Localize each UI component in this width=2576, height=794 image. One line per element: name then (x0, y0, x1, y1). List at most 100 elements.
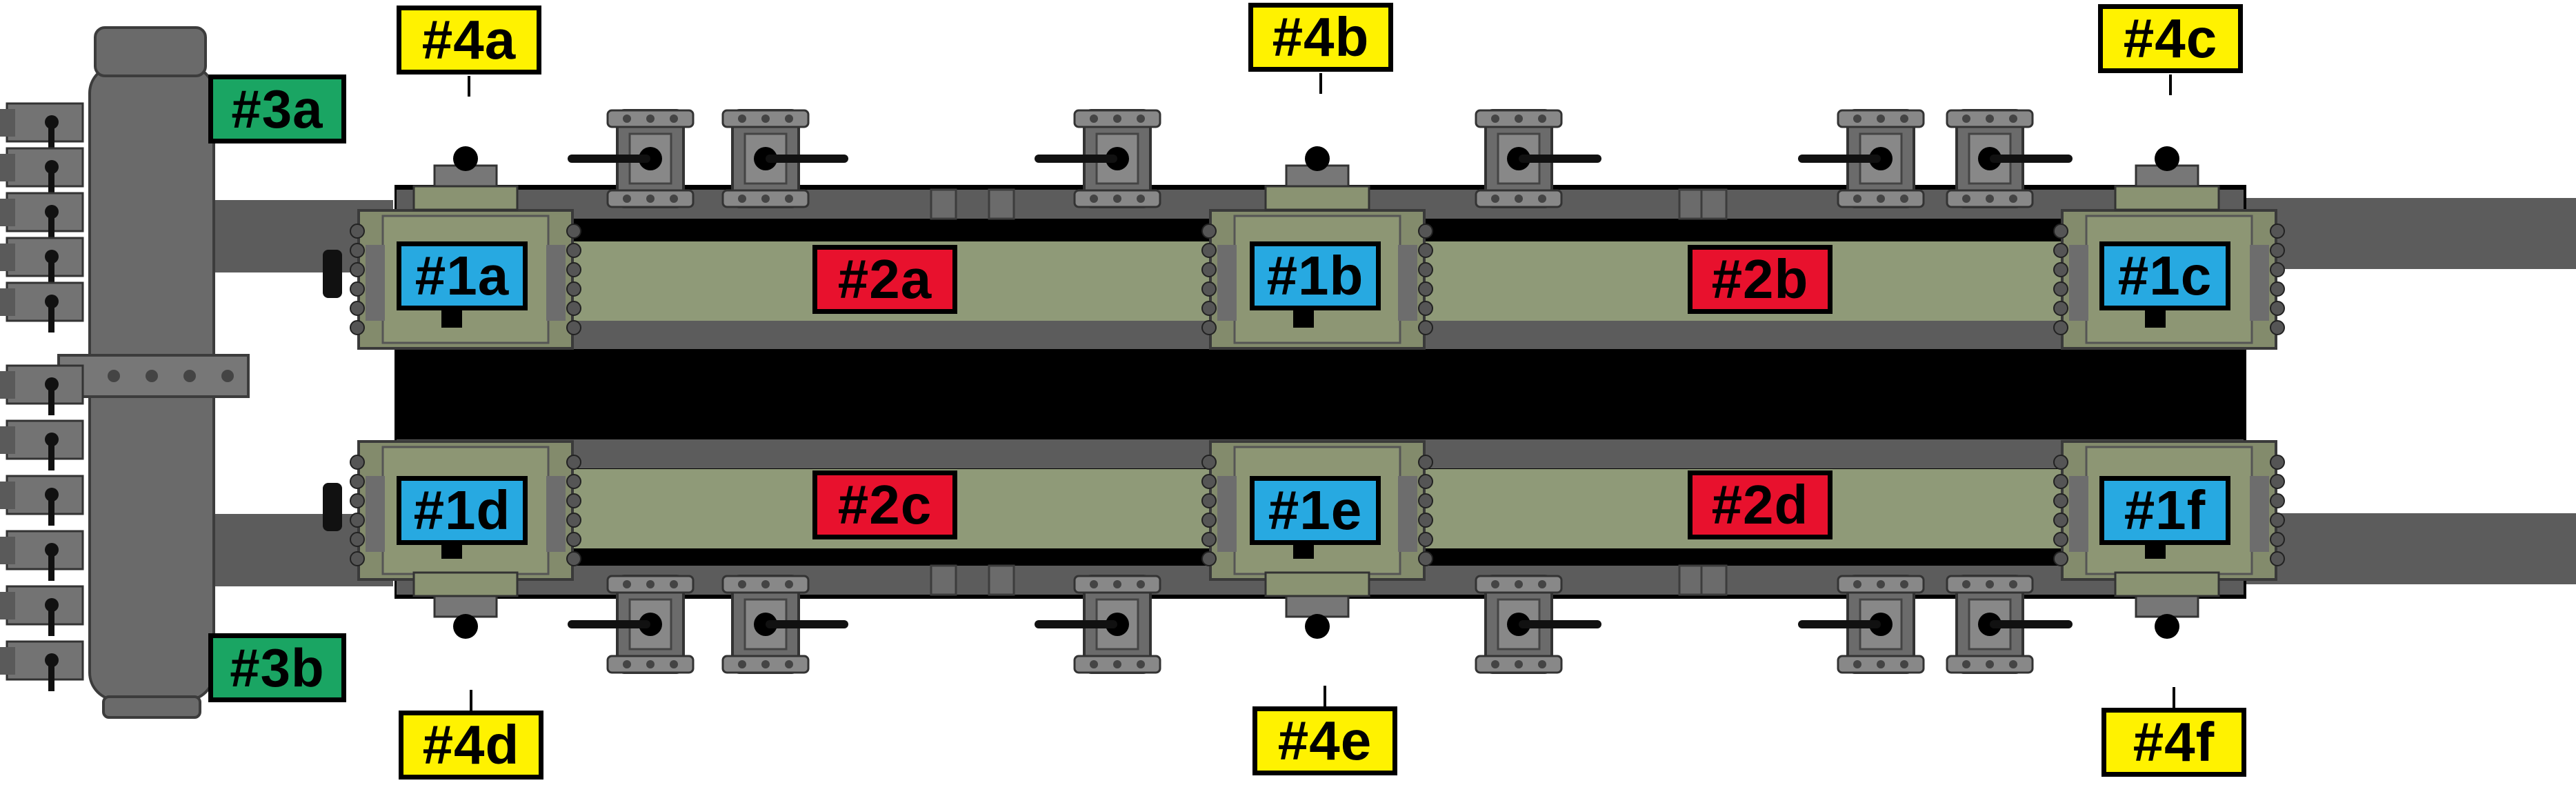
bolt (1202, 301, 1216, 315)
bolt (350, 263, 364, 277)
bolt (1515, 115, 1523, 123)
sensor-port-cap (2155, 614, 2179, 639)
valve-label-4e: #4e (1252, 706, 1397, 775)
bolt (1419, 513, 1432, 527)
valve-label-4a: #4a (397, 6, 541, 75)
bolt (761, 580, 770, 588)
sensor-port-neck (1286, 596, 1348, 617)
bolt (350, 301, 364, 315)
bolt (1515, 580, 1523, 588)
bolt (1900, 195, 1908, 203)
bolt (1986, 115, 1994, 123)
bolt (2054, 301, 2068, 315)
bolt (1419, 244, 1432, 257)
bolt (738, 660, 746, 668)
sensor-label-1a: #1a (397, 241, 528, 310)
bolt (2270, 224, 2284, 238)
sensor-connector (1293, 310, 1314, 328)
side-flange (7, 586, 83, 624)
bolt (1202, 282, 1216, 296)
side-valve-handle (48, 605, 54, 636)
valve-handle (1798, 155, 1881, 163)
sensor-port (414, 573, 517, 596)
side-flange-lip (0, 592, 15, 619)
inlet-nub (323, 483, 342, 531)
bolt (2054, 533, 2068, 546)
rail-joint (931, 566, 956, 595)
bolt (1137, 195, 1145, 203)
bolt (1515, 660, 1523, 668)
bolt (761, 660, 770, 668)
sensor-bolt-strip (2069, 476, 2088, 552)
bolt (646, 115, 655, 123)
bolt (1090, 115, 1098, 123)
rail-joint (989, 566, 1014, 595)
bolt (1962, 580, 1970, 588)
bolt (1419, 552, 1432, 566)
bolt (670, 580, 678, 588)
section-label-2a: #2a (812, 245, 957, 314)
side-flange (7, 193, 83, 231)
bolt (2054, 494, 2068, 508)
sensor-port-cap (1305, 146, 1330, 171)
bolt (350, 533, 364, 546)
side-flange-lip (0, 371, 15, 399)
rail-joint (989, 190, 1014, 219)
valve-handle (1990, 620, 2073, 628)
section-label-2d: #2d (1688, 470, 1833, 539)
sensor-port-neck (435, 596, 497, 617)
bolt (1202, 263, 1216, 277)
bolt (761, 195, 770, 203)
side-valve-handle (48, 301, 54, 333)
bolt (785, 115, 793, 123)
bolt (1419, 494, 1432, 508)
bolt (1491, 660, 1499, 668)
bolt (1962, 660, 1970, 668)
rail-joint (931, 190, 956, 219)
side-flange-lip (0, 154, 15, 181)
bolt (567, 475, 581, 488)
bolt (2054, 244, 2068, 257)
bolt (567, 533, 581, 546)
bolt (146, 370, 158, 382)
bolt (2009, 660, 2017, 668)
valve-handle (766, 620, 848, 628)
bolt (1419, 455, 1432, 469)
valve-label-4d: #4d (399, 711, 543, 780)
sensor-port (1266, 573, 1369, 596)
side-flange-lip (0, 426, 15, 454)
sensor-bolt-strip (2250, 245, 2269, 321)
bolt (1538, 580, 1546, 588)
bolt (2270, 552, 2284, 566)
bolt (567, 494, 581, 508)
bolt (350, 552, 364, 566)
bolt (2270, 263, 2284, 277)
side-valve-handle (48, 384, 54, 415)
bolt (670, 115, 678, 123)
bolt (2270, 301, 2284, 315)
bolt (1202, 224, 1216, 238)
bolt (1202, 244, 1216, 257)
bolt (1419, 282, 1432, 296)
bolt (1900, 580, 1908, 588)
bolt (1202, 321, 1216, 335)
sensor-label-1f: #1f (2099, 476, 2230, 545)
sensor-port-cap (453, 146, 478, 171)
side-flange-lip (0, 482, 15, 509)
bolt (2054, 282, 2068, 296)
sensor-port-neck (2136, 596, 2198, 617)
sensor-bolt-strip (1398, 476, 1417, 552)
bolt (567, 455, 581, 469)
bolt (1538, 660, 1546, 668)
inlet-nub (323, 250, 342, 298)
sensor-bolt-strip (546, 245, 566, 321)
bolt (567, 513, 581, 527)
bolt (2270, 244, 2284, 257)
bolt (2054, 321, 2068, 335)
bolt (1491, 195, 1499, 203)
sensor-port (1266, 186, 1369, 210)
side-flange (7, 366, 83, 404)
sensor-bolt-strip (2250, 476, 2269, 552)
